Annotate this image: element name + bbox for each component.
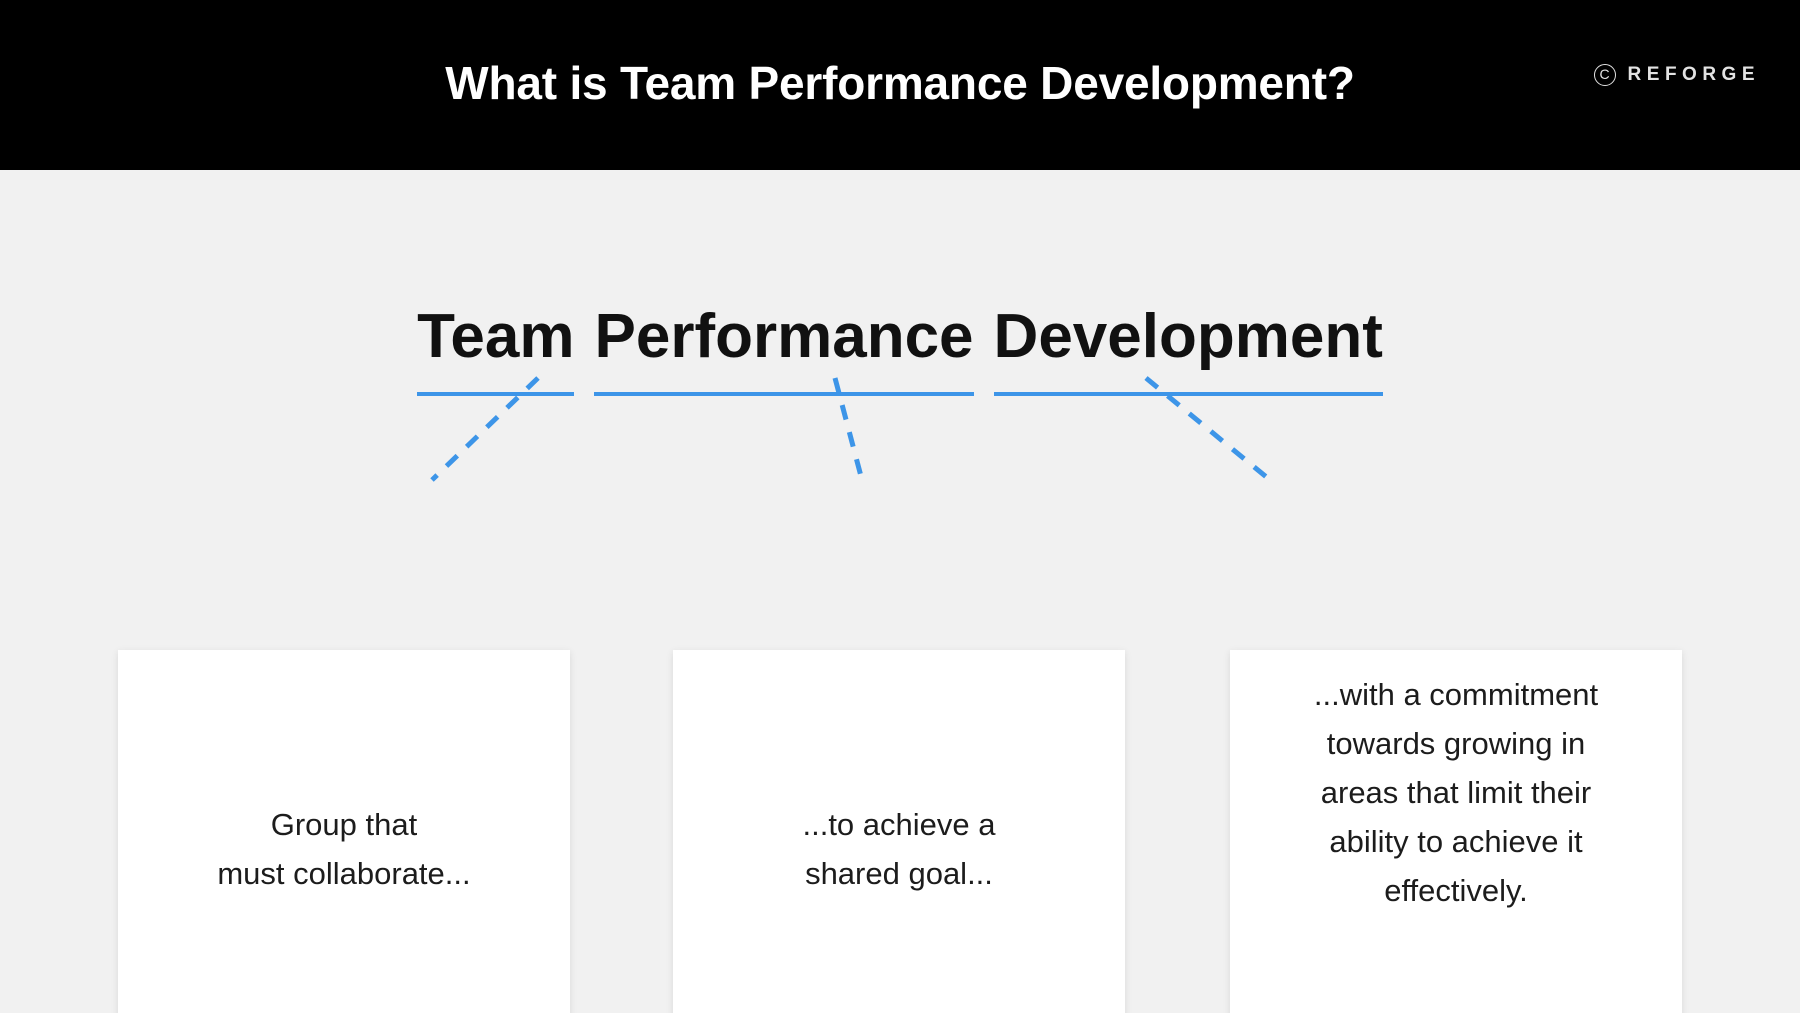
headline-word-performance: Performance (594, 300, 974, 396)
copyright-icon: C (1593, 64, 1616, 86)
brand-name: REFORGE (1627, 64, 1760, 85)
definition-card-2-text: ...to achieve a shared goal... (802, 806, 996, 891)
headline-word-development: Development (993, 300, 1384, 396)
brand-logo: C REFORGE (1593, 64, 1760, 86)
definition-card-1-text: Group that must collaborate... (217, 806, 471, 891)
headline-word-team: Team (417, 300, 575, 396)
definition-card-3: ...with a commitment towards growing in … (1230, 650, 1682, 1013)
page-title: What is Team Performance Development? (445, 57, 1355, 109)
definition-card-1: Group that must collaborate... (118, 650, 570, 1013)
definition-card-3-text: ...with a commitment towards growing in … (1313, 677, 1599, 908)
slide-header-bar: What is Team Performance Development? C … (0, 0, 1800, 170)
definition-card-2: ...to achieve a shared goal... (673, 650, 1125, 1013)
